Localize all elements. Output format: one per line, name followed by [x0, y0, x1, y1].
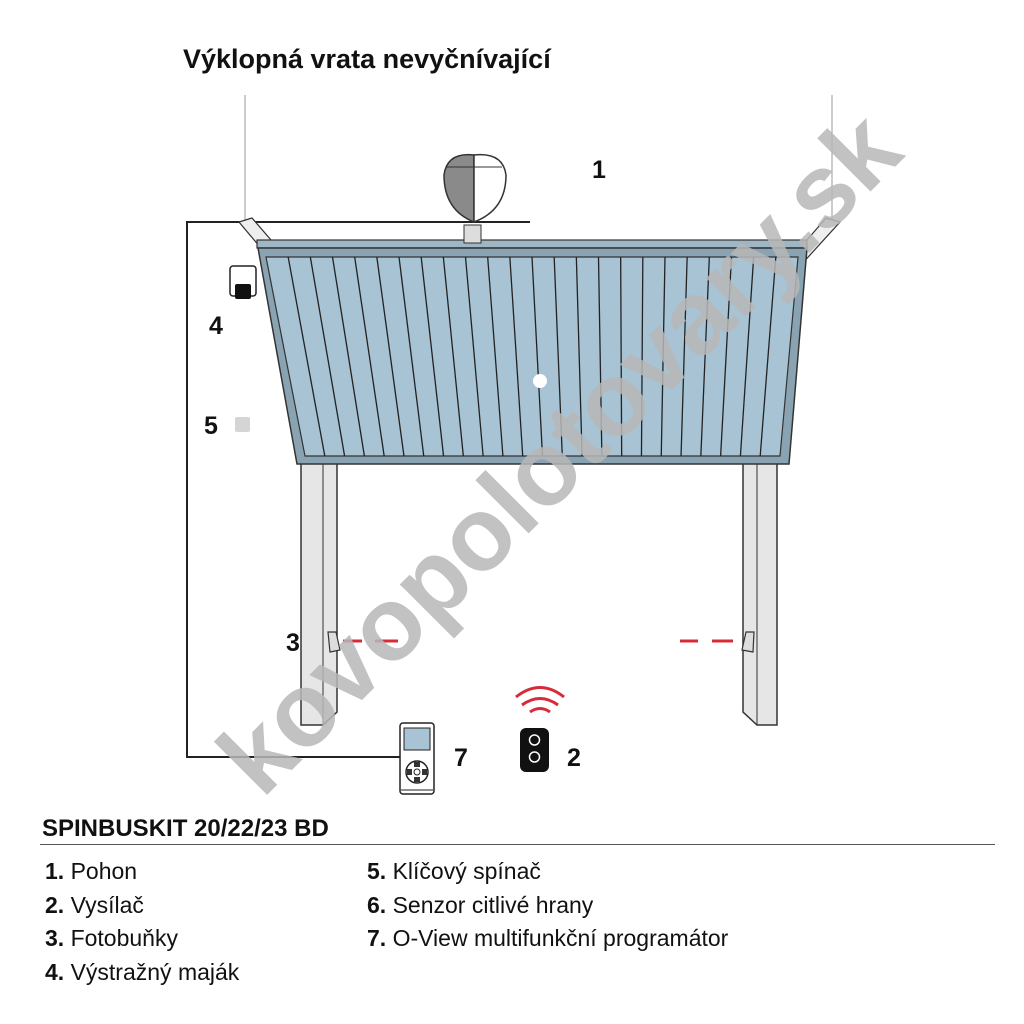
door-slat — [597, 256, 603, 457]
legend-item: 6. Senzor citlivé hrany — [367, 891, 594, 918]
diagram-title: Výklopná vrata nevyčnívající — [183, 44, 551, 74]
legend-left: 1. Pohon 2. Vysílač 3. Fotobuňky 4. Výst… — [45, 855, 239, 989]
door-slat — [660, 256, 666, 457]
door-slat — [331, 256, 366, 457]
callout-1: 1 — [592, 156, 606, 184]
wiring-line — [186, 221, 530, 758]
door-slat — [680, 256, 688, 457]
door-slat — [309, 256, 346, 457]
door-slat — [509, 256, 524, 457]
kit-name: SPINBUSKIT 20/22/23 BD — [42, 815, 329, 842]
door-slat — [354, 256, 385, 457]
legend-item: 4. Výstražný maják — [45, 958, 240, 985]
callout-5: 5 — [204, 412, 218, 440]
garage-door — [256, 239, 808, 465]
door-slat — [553, 256, 563, 457]
remote-transmitter-icon — [515, 686, 565, 772]
photocell-left-icon — [327, 631, 341, 653]
door-slat — [464, 256, 484, 457]
door-slat — [620, 256, 623, 457]
legend-item: 5. Klíčový spínač — [367, 858, 541, 884]
door-slat — [287, 256, 326, 457]
callout-2: 2 — [567, 744, 581, 772]
legend-item: 1. Pohon — [45, 858, 138, 884]
door-slat — [575, 256, 583, 457]
door-slat — [759, 256, 777, 457]
door-slat — [442, 256, 464, 457]
motor-icon — [443, 153, 507, 244]
door-slat — [531, 256, 544, 457]
door-slat — [398, 256, 425, 457]
callout-3: 3 — [286, 629, 300, 657]
callout-7: 7 — [454, 744, 468, 772]
callout-4: 4 — [209, 312, 223, 340]
door-slat — [420, 256, 445, 457]
photocell-right-icon — [741, 631, 755, 653]
door-slat — [719, 256, 733, 457]
legend-right: 5. Klíčový spínač 6. Senzor citlivé hran… — [367, 855, 728, 956]
garage-door-diagram: 1 4 5 3 2 7 kovopolotovary.sk — [186, 90, 923, 800]
legend-item: 3. Fotobuňky — [45, 925, 178, 951]
legend-item: 7. O-View multifunkční programátor — [367, 925, 729, 951]
oview-programmer-icon — [399, 722, 435, 795]
door-slat — [739, 256, 755, 457]
divider — [40, 844, 995, 845]
door-slat — [640, 256, 644, 457]
door-slat — [487, 256, 504, 457]
legend-item: 2. Vysílač — [45, 891, 144, 918]
warning-light-icon — [229, 265, 257, 299]
door-slat — [376, 256, 405, 457]
key-switch-icon — [235, 417, 250, 432]
door-slat — [700, 256, 710, 457]
